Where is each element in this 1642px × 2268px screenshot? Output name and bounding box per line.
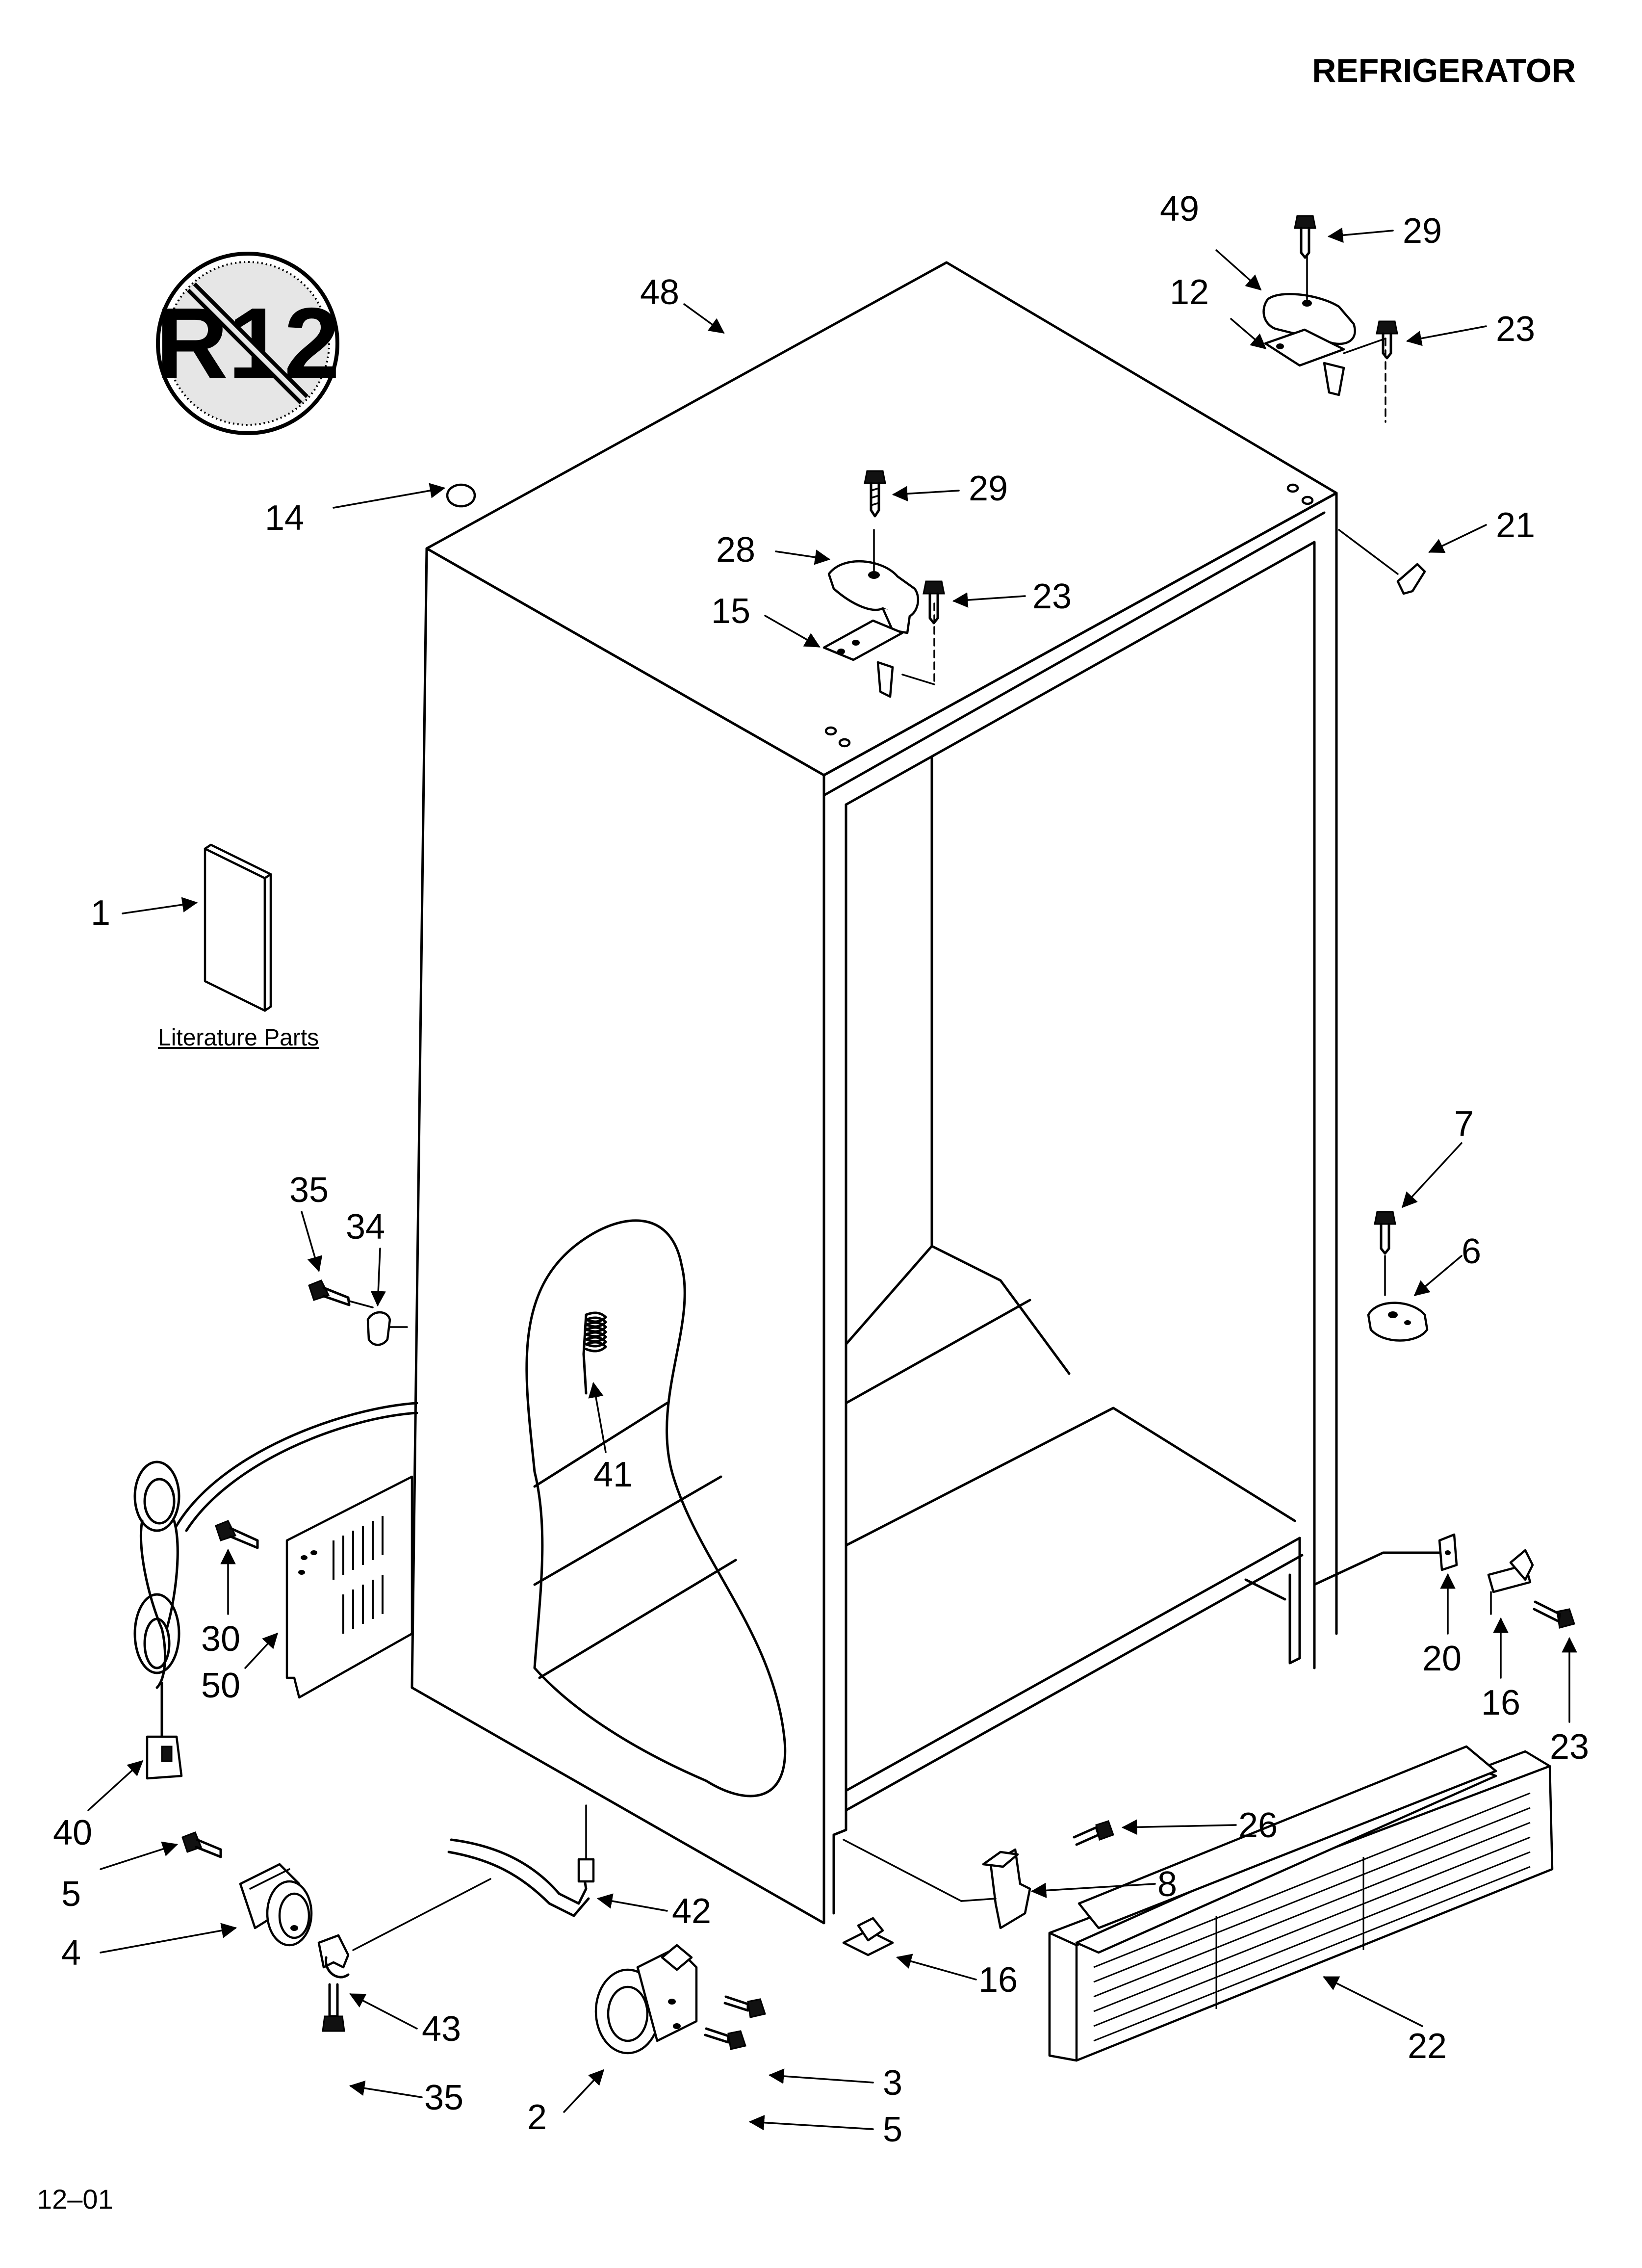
roller-2: [594, 1944, 698, 2055]
callout-50: 50: [201, 1666, 240, 1705]
leader-lines: [87, 227, 1577, 2131]
screw-35-left-icon: [308, 1279, 374, 1308]
screw-5-bottom-icon: [704, 2027, 746, 2050]
clip-34: [366, 1311, 408, 1346]
screw-29-right-icon: [1294, 215, 1316, 259]
callout-49: 49: [1160, 189, 1199, 229]
upper-hinge-right: [1262, 254, 1386, 423]
screw-3-icon: [723, 1995, 766, 2018]
callout-12: 12: [1170, 273, 1209, 312]
power-cord-40: [133, 1402, 418, 1780]
callout-labels: 48 49 29 12 23 14 29 28 23 15 21 1 7 6 3…: [53, 189, 1589, 2149]
callout-14: 14: [265, 498, 304, 538]
callout-23-center: 23: [1032, 577, 1072, 616]
callout-2: 2: [527, 2098, 547, 2137]
screw-29-center-icon: [864, 470, 886, 518]
bracket-16-right: [1487, 1549, 1534, 1615]
water-tube-42: [447, 1804, 595, 1917]
callout-16-right: 16: [1481, 1683, 1520, 1722]
footer-code: 12–01: [37, 2184, 113, 2215]
callout-23-lower-right: 23: [1550, 1727, 1589, 1767]
callout-4: 4: [61, 1933, 81, 1973]
callout-16-lower: 16: [978, 1960, 1018, 2000]
clip-43: [317, 1878, 491, 1979]
callout-22: 22: [1408, 2027, 1447, 2066]
control-box-50: [285, 1475, 413, 1699]
refrigerator-cabinet: [410, 261, 1441, 1925]
callout-34: 34: [346, 1207, 385, 1247]
callout-29-center: 29: [969, 469, 1008, 508]
callout-1: 1: [91, 893, 110, 933]
callout-5-left: 5: [61, 1875, 81, 1914]
no-r12-badge-icon: R12: [155, 252, 340, 435]
screw-35-bottom-icon: [322, 1983, 345, 2032]
bracket-6: [1367, 1302, 1429, 1342]
callout-6: 6: [1462, 1232, 1481, 1271]
screw-26-icon: [1073, 1820, 1114, 1846]
screw-23-right-icon: [1376, 320, 1398, 360]
callout-29: 29: [1403, 211, 1442, 251]
callout-40: 40: [53, 1813, 92, 1852]
callout-21: 21: [1496, 506, 1535, 545]
screw-23-lower-right-icon: [1533, 1600, 1575, 1629]
bracket-8: [843, 1839, 1031, 1929]
callout-43: 43: [422, 2009, 461, 2049]
callout-35-left: 35: [289, 1171, 329, 1210]
bracket-16-lower: [842, 1917, 894, 1956]
literature-parts-label: Literature Parts: [158, 1025, 319, 1051]
screw-5-left-icon: [181, 1831, 222, 1858]
shim-20: [1438, 1533, 1458, 1571]
callout-23: 23: [1496, 310, 1535, 349]
callout-20: 20: [1422, 1639, 1462, 1678]
leveling-leg-4: [239, 1863, 313, 1947]
callout-30: 30: [201, 1619, 240, 1659]
callout-7: 7: [1454, 1104, 1474, 1144]
screw-30-icon: [215, 1520, 259, 1549]
clip-21: [1338, 529, 1426, 595]
callout-3: 3: [883, 2063, 902, 2103]
toe-grille-22: [1048, 1745, 1554, 2062]
callout-35-bottom: 35: [424, 2078, 463, 2117]
screw-23-center-icon: [923, 580, 945, 625]
callout-5-bottom: 5: [883, 2110, 902, 2149]
callout-28: 28: [716, 530, 755, 570]
literature-booklet: [204, 843, 272, 1012]
spring-41: [582, 1311, 607, 1395]
callout-26: 26: [1238, 1806, 1278, 1845]
callout-15: 15: [711, 592, 750, 631]
callout-8: 8: [1157, 1865, 1177, 1904]
plug-14: [446, 483, 476, 508]
callout-48: 48: [640, 273, 679, 312]
callout-41: 41: [593, 1455, 633, 1494]
page-title: REFRIGERATOR: [1312, 52, 1576, 89]
callout-42: 42: [672, 1892, 711, 1931]
upper-hinge-center: [822, 529, 935, 698]
screw-7-icon: [1374, 1211, 1396, 1296]
